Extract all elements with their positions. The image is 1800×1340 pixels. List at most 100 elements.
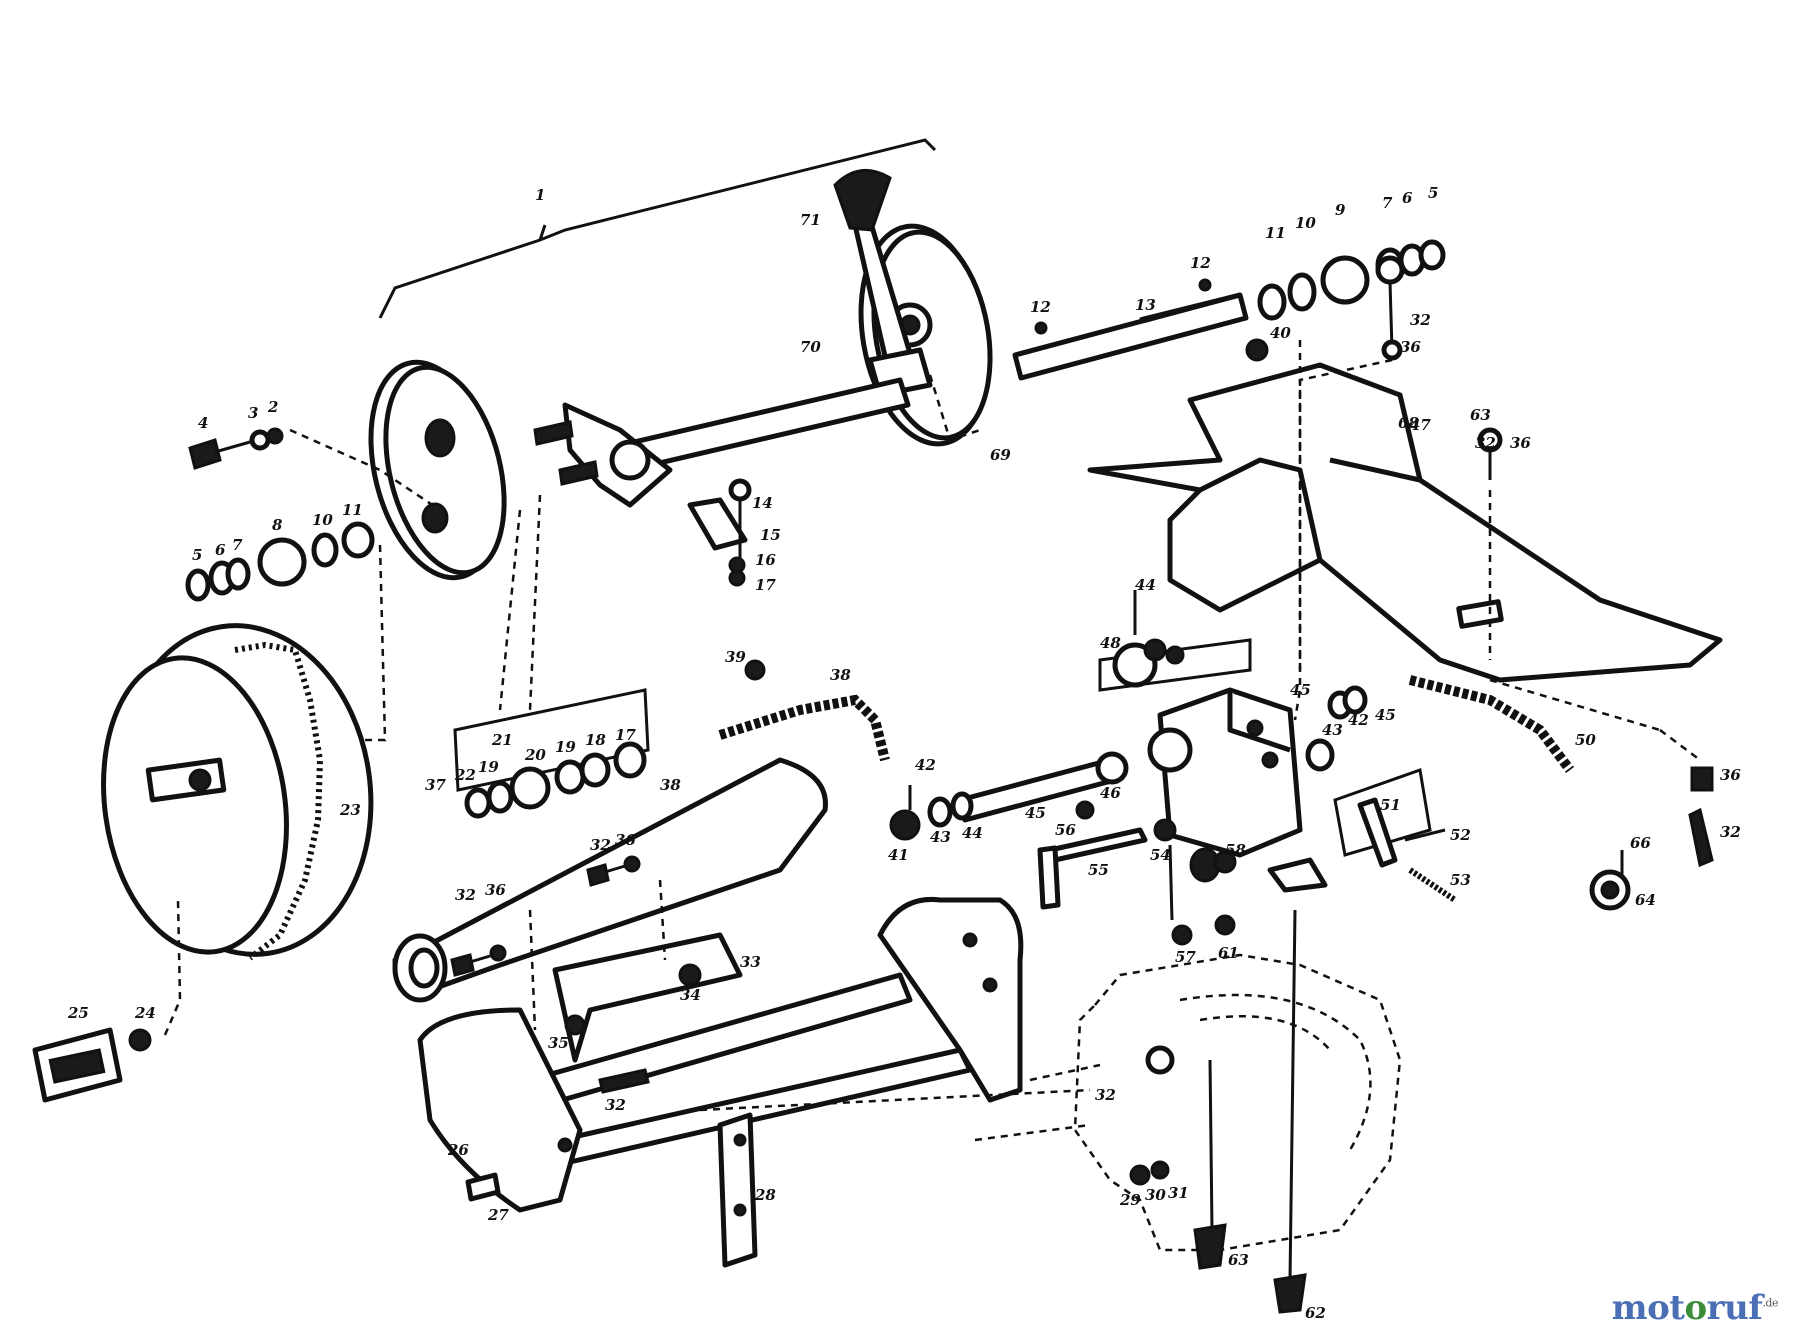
- part-label: 9: [1335, 201, 1346, 219]
- part-label: 37: [425, 776, 446, 794]
- part-label: 17: [755, 576, 776, 594]
- part-label: 63: [1228, 1251, 1249, 1269]
- part-label: 63: [1470, 406, 1491, 424]
- chain-cover: [392, 757, 828, 1003]
- part-label: 15: [760, 526, 781, 544]
- part-label: 7: [232, 536, 243, 554]
- part-label: 11: [342, 501, 363, 519]
- part-label: 36: [1720, 766, 1741, 784]
- housing-bolts: [1298, 255, 1714, 868]
- part-label: 19: [478, 758, 499, 776]
- part-label: 32: [1475, 434, 1496, 452]
- wheel-cap: [32, 899, 182, 1103]
- part-label: 8: [272, 516, 283, 534]
- leader-line: [974, 1123, 1091, 1142]
- part-label: 51: [1380, 796, 1401, 814]
- drive-shaft: [889, 751, 1129, 841]
- part-label: 11: [1265, 224, 1286, 242]
- part-label: 6: [1402, 189, 1413, 207]
- part-label: 61: [1218, 944, 1239, 962]
- left-wheel-disc: [368, 359, 507, 581]
- part-labels: 1 2 3 4 5 6 7 8 10 11 5 6 7 9 10 11 12 1…: [67, 184, 1741, 1322]
- leader-line: [928, 374, 981, 442]
- leader-line: [1029, 1063, 1101, 1082]
- part-label: 48: [1100, 634, 1121, 652]
- part-label: 62: [1305, 1304, 1326, 1322]
- drive-chain-upper: [718, 659, 890, 762]
- part-label: 42: [915, 756, 936, 774]
- part-label: 50: [1575, 731, 1596, 749]
- leader-line: [289, 428, 441, 512]
- part-label: 4: [198, 414, 208, 432]
- drive-chain-lower: [1408, 675, 1574, 773]
- part-label: 20: [524, 746, 546, 764]
- part-label: 32: [1410, 311, 1431, 329]
- part-label: 52: [1450, 826, 1471, 844]
- site-watermark: motoruf.de: [1611, 1288, 1779, 1328]
- main-axle: [533, 377, 911, 508]
- right-sprocket: [1589, 850, 1631, 911]
- gearbox-washers: [1305, 685, 1368, 772]
- spring-plate: [1267, 767, 1457, 903]
- part-label: 36: [615, 831, 636, 849]
- part-label: 36: [1400, 338, 1421, 356]
- pin-assembly: [1037, 800, 1237, 946]
- part-label: 25: [67, 1004, 89, 1022]
- part-label: 45: [1290, 681, 1311, 699]
- part-label: 17: [615, 726, 636, 744]
- part-label: 69: [990, 446, 1011, 464]
- part-label: 22: [454, 766, 476, 784]
- leader-line: [330, 544, 387, 742]
- gear-housing: [1087, 338, 1723, 683]
- part-label: 29: [1119, 1191, 1141, 1209]
- part-label: 56: [1055, 821, 1076, 839]
- part-label: 13: [1135, 296, 1156, 314]
- part-label: 33: [740, 953, 761, 971]
- leader-line: [528, 494, 542, 711]
- part-label: 38: [830, 666, 851, 684]
- part-label: 38: [660, 776, 681, 794]
- part-label: 44: [962, 824, 983, 842]
- part-label: 70: [800, 338, 821, 356]
- sprocket-assembly: [1098, 340, 1302, 721]
- part-label: 28: [754, 1186, 776, 1204]
- part-label: 40: [1270, 324, 1291, 342]
- part-label: 66: [1630, 834, 1651, 852]
- right-bearing-stack: [1257, 239, 1446, 321]
- part-label: 45: [1025, 804, 1046, 822]
- part-label: 7: [1382, 194, 1393, 212]
- center-bearing-set: [453, 688, 650, 819]
- part-label: 54: [1150, 846, 1171, 864]
- part-label: 32: [1720, 823, 1741, 841]
- part-label: 41: [888, 846, 909, 864]
- part-label: 26: [447, 1141, 469, 1159]
- part-label: 14: [752, 494, 773, 512]
- assembly-bracket-tick: [538, 224, 547, 241]
- part-label: 53: [1450, 871, 1471, 889]
- part-label: 19: [555, 738, 576, 756]
- part-label: 18: [585, 731, 606, 749]
- part-label: 68: [1398, 414, 1419, 432]
- part-label: 58: [1225, 841, 1246, 859]
- part-label: 46: [1100, 784, 1121, 802]
- part-label: 3: [248, 404, 258, 422]
- height-lever: [833, 168, 933, 398]
- rear-wheel: [101, 623, 374, 961]
- assembly-bracket: [378, 138, 937, 319]
- part-label: 5: [192, 546, 202, 564]
- leader-line: [498, 509, 522, 711]
- part-label: 39: [725, 648, 746, 666]
- part-label: 6: [215, 541, 226, 559]
- part-label: 2: [267, 398, 278, 416]
- part-label: 64: [1635, 891, 1656, 909]
- part-label: 31: [1168, 1184, 1189, 1202]
- part-label: 30: [1145, 1186, 1166, 1204]
- part-label: 55: [1088, 861, 1109, 879]
- part-label: 43: [930, 828, 951, 846]
- leader-line: [699, 1088, 1091, 1112]
- part-label: 32: [605, 1096, 626, 1114]
- part-label: 57: [1175, 948, 1196, 966]
- part-label: 42: [1348, 711, 1369, 729]
- part-label: 34: [680, 986, 701, 1004]
